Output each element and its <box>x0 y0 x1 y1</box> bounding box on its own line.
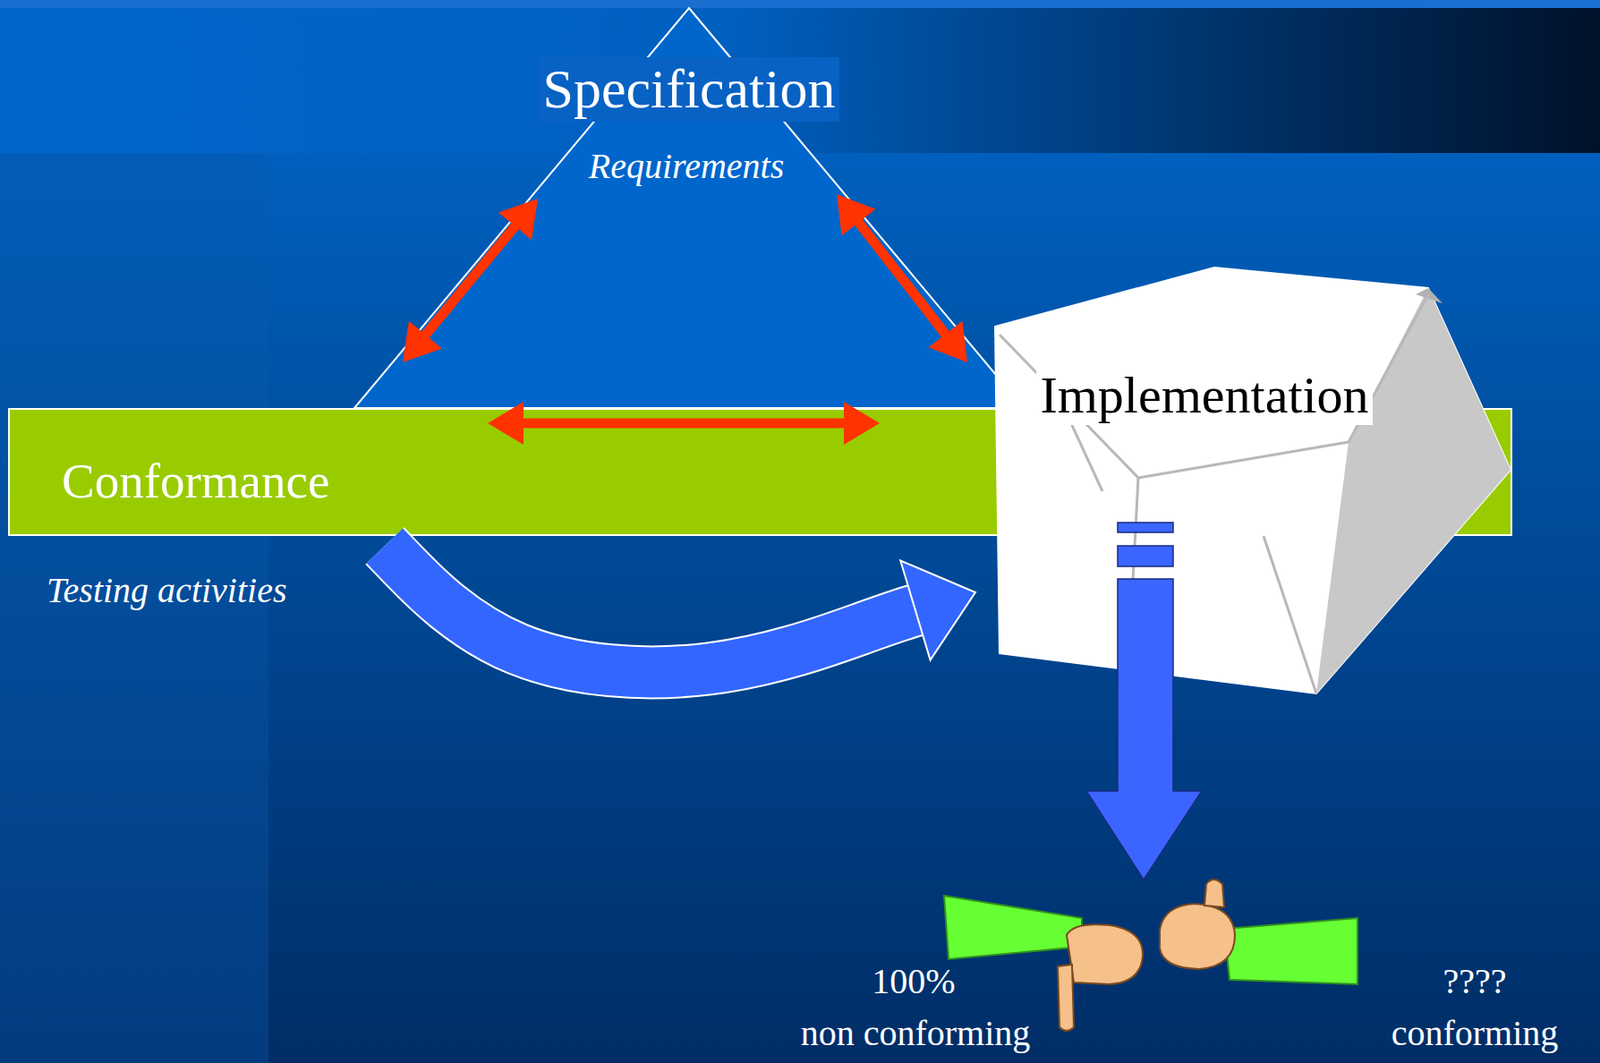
node-title: Implementation <box>1036 365 1372 426</box>
node-note: Testing activities <box>42 570 291 612</box>
node-title: Conformance <box>58 452 333 510</box>
specification-triangle: SpecificationRequirements <box>354 8 1024 409</box>
verdict-label: ???? <box>1442 961 1507 1003</box>
thumbs-up-hand <box>1159 879 1358 985</box>
top-strip <box>0 0 1600 9</box>
node-subtitle: Requirements <box>585 145 788 188</box>
title-band <box>0 8 1600 154</box>
triangle-shape <box>354 8 1024 409</box>
verdict-label: 100% <box>871 961 955 1003</box>
node-title: Specification <box>538 57 839 121</box>
cube-outline <box>995 267 1513 694</box>
thumbs-down-hand <box>944 895 1143 1031</box>
output-arrow <box>1086 522 1202 880</box>
verdict-label: conforming <box>1391 1012 1559 1055</box>
verdict-label: non conforming <box>800 1012 1031 1055</box>
cube-shape <box>995 267 1511 694</box>
implementation-cube: Implementation <box>995 267 1513 694</box>
testing-loop-arrow <box>384 545 976 673</box>
